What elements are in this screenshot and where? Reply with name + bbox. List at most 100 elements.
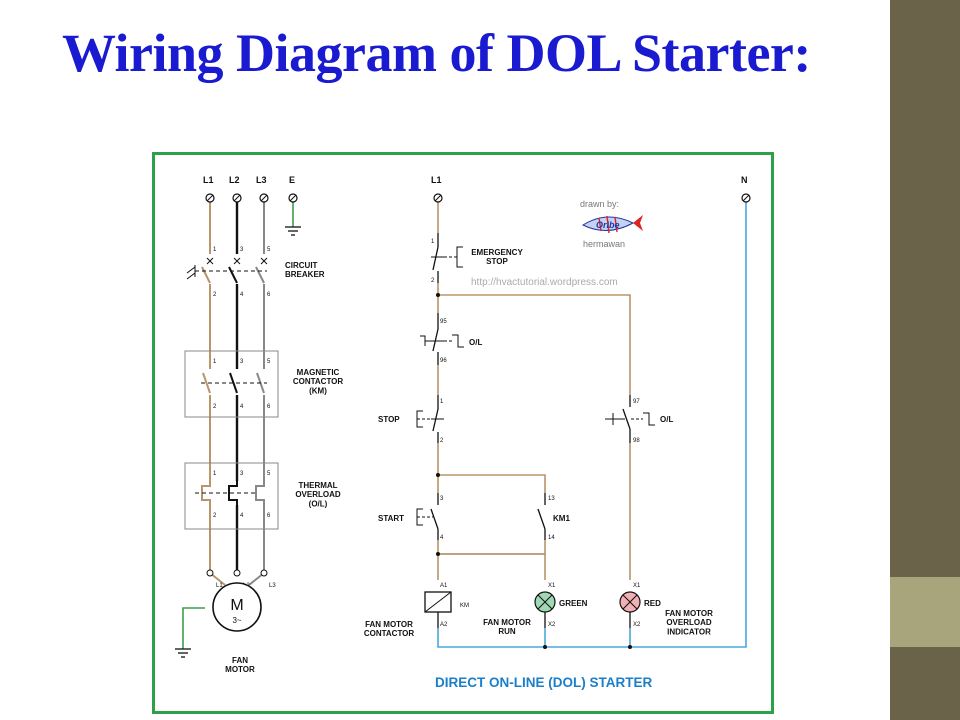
wiring-diagram: L1 L2 L3 E 1 3 5 2 4 6 C — [175, 175, 751, 690]
label-line: OVERLOAD — [295, 490, 341, 499]
km-num-bottom: 4 — [240, 404, 244, 410]
ol-num-bottom: 2 — [213, 513, 217, 519]
contact-number: 1 — [431, 239, 435, 245]
control-wires — [437, 200, 747, 648]
green-lamp-name: GREEN — [559, 599, 588, 608]
km-num-top: 5 — [267, 359, 271, 365]
contact-number: 3 — [440, 496, 444, 502]
cb-num-bottom: 6 — [267, 292, 271, 298]
terminal-label: N — [741, 175, 748, 185]
power-terminal-earth: E — [285, 175, 301, 236]
ol-num-bottom: 6 — [267, 513, 271, 519]
motor-phase: 3~ — [232, 616, 241, 625]
start-button-symbol: 3 4 START — [378, 493, 444, 541]
power-terminal-l2: L2 — [229, 175, 242, 203]
motor-terminal-label: L1 — [216, 583, 223, 589]
watermark-author: hermawan — [583, 239, 625, 249]
terminal-label: L2 — [229, 175, 240, 185]
label-line: EMERGENCY — [471, 248, 523, 257]
label-line: (KM) — [309, 386, 327, 395]
power-terminal-l1: L1 — [203, 175, 215, 203]
contact-number: 2 — [440, 438, 444, 444]
contact-number: 14 — [548, 535, 555, 541]
ol-num-top: 1 — [213, 471, 217, 477]
ol-num-bottom: 4 — [240, 513, 244, 519]
watermark: drawn by: Oribe hermawan http://hvactuto… — [471, 199, 643, 288]
label-line: THERMAL — [298, 481, 337, 490]
km1-label: KM1 — [553, 514, 570, 523]
ol-num-top: 5 — [267, 471, 271, 477]
contact-number: 13 — [548, 496, 555, 502]
overload-contact-nc: 95 96 O/L — [420, 313, 482, 365]
power-terminal-l3: L3 — [256, 175, 269, 203]
lamp-terminal: X2 — [548, 622, 556, 628]
side-decoration-accent — [890, 577, 960, 647]
contact-number: 98 — [633, 438, 640, 444]
contact-number: 97 — [633, 399, 640, 405]
label-line: CONTACTOR — [293, 377, 344, 386]
contact-number: 4 — [440, 535, 444, 541]
contact-number: 95 — [440, 319, 447, 325]
stop-label: STOP — [378, 415, 400, 424]
km-num-top: 1 — [213, 359, 217, 365]
cb-num-top: 1 — [213, 247, 217, 253]
km-num-top: 3 — [240, 359, 244, 365]
cb-num-top: 3 — [240, 247, 244, 253]
coil-name: KM — [460, 603, 469, 609]
km-num-bottom: 2 — [213, 404, 217, 410]
control-terminal-l1: L1 — [431, 175, 443, 203]
label-line: MAGNETIC — [297, 368, 340, 377]
contact-number: 2 — [431, 278, 435, 284]
earth-wire — [182, 200, 294, 649]
terminal-label: E — [289, 175, 295, 185]
label-line: STOP — [486, 257, 508, 266]
overload-no-label: O/L — [660, 415, 673, 424]
coil-terminal: A2 — [440, 622, 448, 628]
red-lamp-name: RED — [644, 599, 661, 608]
terminal-label: L1 — [203, 175, 214, 185]
watermark-logo-text: Oribe — [596, 220, 620, 230]
ground-icon — [175, 648, 191, 658]
control-terminal-n: N — [741, 175, 751, 203]
label-line: FAN MOTOR — [483, 618, 531, 627]
motor-symbol: M — [230, 597, 243, 614]
label-line: CIRCUIT — [285, 261, 318, 270]
label-line: CONTACTOR — [364, 629, 415, 638]
cb-num-top: 5 — [267, 247, 271, 253]
cb-num-bottom: 4 — [240, 292, 244, 298]
terminal-label: L3 — [256, 175, 267, 185]
overload-contact-no: 97 98 O/L — [605, 395, 673, 444]
label-line: FAN MOTOR — [665, 609, 713, 618]
lamp-terminal: X1 — [633, 583, 641, 589]
km1-auxiliary-contact: 13 14 KM1 — [537, 493, 570, 541]
coil-terminal: A1 — [440, 583, 448, 589]
contact-number: 96 — [440, 358, 447, 364]
motor-terminal-label: L3 — [269, 583, 276, 589]
label-line: FAN — [232, 656, 248, 665]
label-line: (O/L) — [309, 499, 328, 508]
overload-contact-label: O/L — [469, 338, 482, 347]
diagram-frame: L1 L2 L3 E 1 3 5 2 4 6 C — [152, 152, 774, 714]
label-line: INDICATOR — [667, 627, 711, 636]
ol-num-top: 3 — [240, 471, 244, 477]
junction-dots — [436, 293, 632, 649]
label-line: BREAKER — [285, 270, 325, 279]
slide-title: Wiring Diagram of DOL Starter: — [62, 23, 811, 83]
ground-icon — [285, 226, 301, 236]
terminal-label: L1 — [431, 175, 442, 185]
cb-num-bottom: 2 — [213, 292, 217, 298]
stop-button-symbol: 1 2 STOP — [378, 395, 444, 444]
label-line: FAN MOTOR — [365, 620, 413, 629]
